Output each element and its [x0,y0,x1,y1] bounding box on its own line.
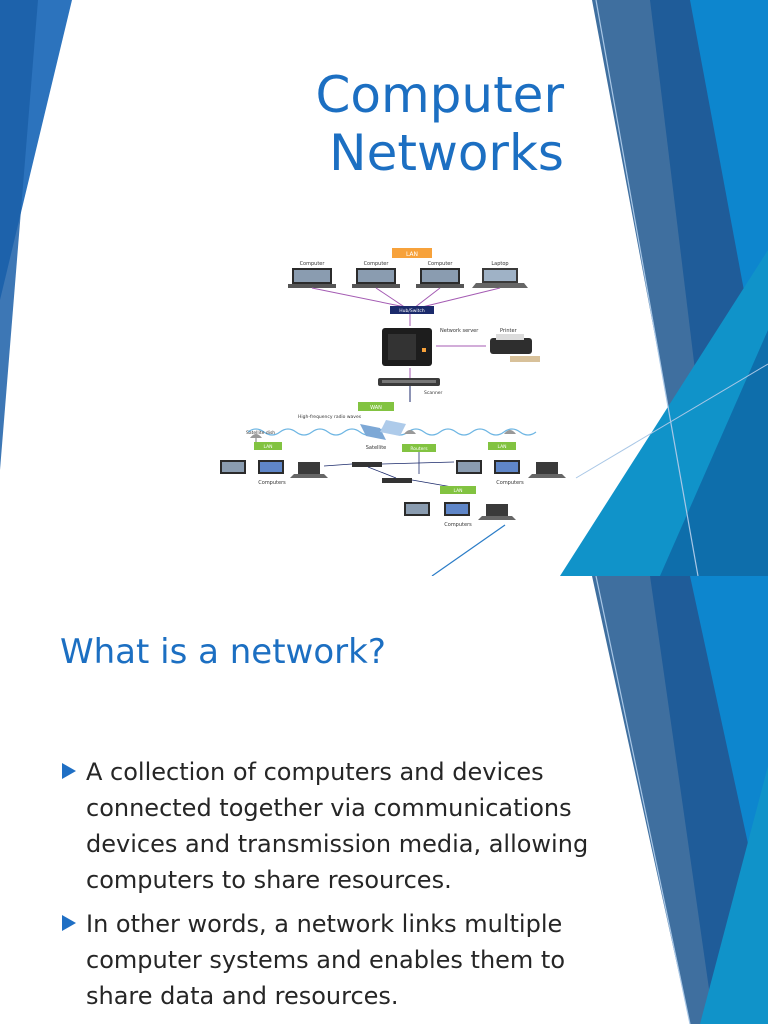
satellite-dish-label: Satellite dish [246,430,275,436]
routers-label: Routers [410,446,428,452]
wan-label: WAN [370,405,382,411]
top-device-label-4: Laptop [491,261,508,267]
top-device-label-2: Computer [364,261,390,267]
diagram-lan-header-box [392,248,432,258]
lan-right-computers-label: Computers [496,480,524,486]
top-device-label-3: Computer [428,261,454,267]
slide-what-is-a-network: What is a network? A collection of compu… [0,576,768,1024]
satellite-dish-middle [404,430,416,434]
network-server-label: Network server [440,328,479,334]
title-line-1: Computer [315,66,564,124]
bullet-text: In other words, a network links multiple… [86,910,566,1010]
bullet-text: A collection of computers and devices co… [86,758,589,894]
hub-switch-box [390,306,434,314]
printer [490,334,540,362]
wan-box [358,402,394,411]
title-line-2: Networks [329,124,564,182]
triangle-bullet-icon [62,763,76,779]
routers [352,462,412,483]
scanner-label: Scanner [424,390,443,396]
bullet-item: In other words, a network links multiple… [60,906,600,1014]
hub-switch-label: Hub/Switch [399,308,425,314]
bullet-list: A collection of computers and devices co… [60,754,600,1022]
slide1-background-decoration [0,0,768,576]
slide2-background-decoration [592,576,768,1024]
lan-bottom-computers [404,502,516,520]
network-diagram: LAN Computer Computer Computer Laptop [220,248,566,528]
satellite [360,420,406,440]
diagram-lan-header-label: LAN [406,251,418,258]
lan-bottom-computers-label: Computers [444,522,472,528]
lan-left-box [254,442,282,450]
hub-connections [311,287,501,378]
top-computer-2 [352,268,400,288]
lan-bottom-label: LAN [453,488,462,494]
lan-left-computers-label: Computers [258,480,286,486]
network-server [382,328,432,366]
lan-right-box [488,442,516,450]
slide-computer-networks: Computer Networks LAN Computer Computer … [0,0,768,576]
triangle-bullet-icon [62,915,76,931]
routers-box [402,444,436,452]
top-computer-1 [288,268,336,288]
lan-bottom-box [440,486,476,494]
scanner [378,378,440,386]
top-computer-3 [416,268,464,288]
lan-right-computers [456,460,566,478]
lan-right-label: LAN [497,444,506,450]
slide1-title: Computer Networks [315,66,564,182]
radio-waves-label: High-frequency radio waves [298,414,362,420]
lan-left-computers [220,460,328,478]
satellite-label: Satellite [366,445,386,451]
printer-label: Printer [500,328,518,334]
top-device-label-1: Computer [300,261,326,267]
slide2-title: What is a network? [60,632,386,672]
bullet-item: A collection of computers and devices co… [60,754,600,898]
lan-left-label: LAN [263,444,272,450]
satellite-dish-right [504,430,516,434]
top-laptop [472,268,528,288]
